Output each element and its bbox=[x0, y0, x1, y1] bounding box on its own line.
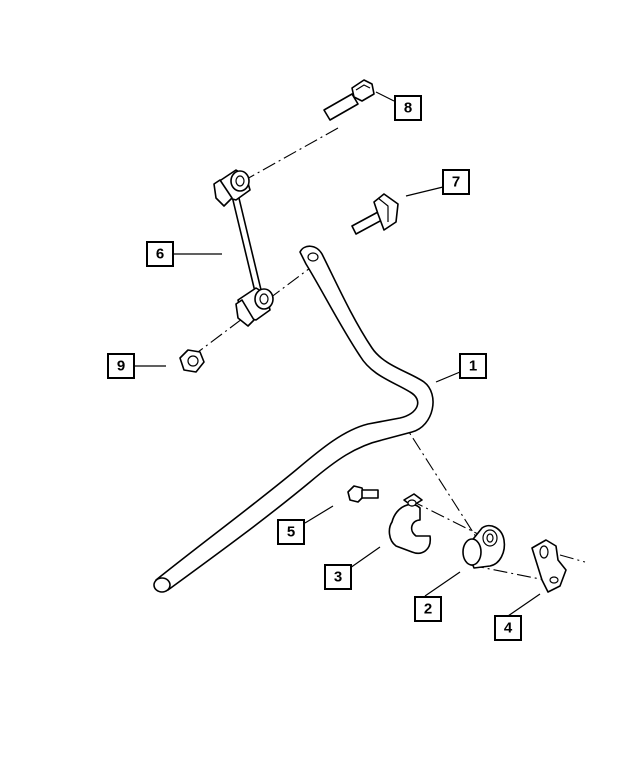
svg-text:1: 1 bbox=[469, 358, 477, 375]
bar-bushing bbox=[462, 524, 506, 569]
callout-7: 7 bbox=[442, 169, 470, 195]
callout-1: 1 bbox=[459, 353, 487, 379]
svg-text:5: 5 bbox=[287, 524, 295, 541]
retainer-bracket bbox=[531, 539, 567, 593]
bracket-bolt bbox=[351, 193, 399, 235]
callout-3: 3 bbox=[324, 564, 352, 590]
svg-text:6: 6 bbox=[156, 246, 164, 263]
svg-text:9: 9 bbox=[117, 358, 125, 375]
callout-4: 4 bbox=[494, 615, 522, 641]
link-nut bbox=[179, 349, 205, 373]
callout-9: 9 bbox=[107, 353, 135, 379]
stabilizer-bar bbox=[153, 245, 434, 593]
clamp-bolt bbox=[347, 485, 379, 503]
callout-8: 8 bbox=[394, 95, 422, 121]
link-bolt bbox=[323, 79, 375, 121]
bar-clamp bbox=[388, 493, 432, 554]
svg-text:8: 8 bbox=[404, 100, 412, 117]
leader-lines bbox=[134, 91, 541, 617]
svg-text:2: 2 bbox=[424, 601, 432, 618]
callout-6: 6 bbox=[146, 241, 174, 267]
svg-text:4: 4 bbox=[504, 620, 513, 637]
stabilizer-link bbox=[213, 169, 274, 327]
callout-5: 5 bbox=[277, 519, 305, 545]
svg-text:7: 7 bbox=[452, 174, 460, 191]
svg-text:3: 3 bbox=[334, 569, 342, 586]
callout-2: 2 bbox=[414, 596, 442, 622]
